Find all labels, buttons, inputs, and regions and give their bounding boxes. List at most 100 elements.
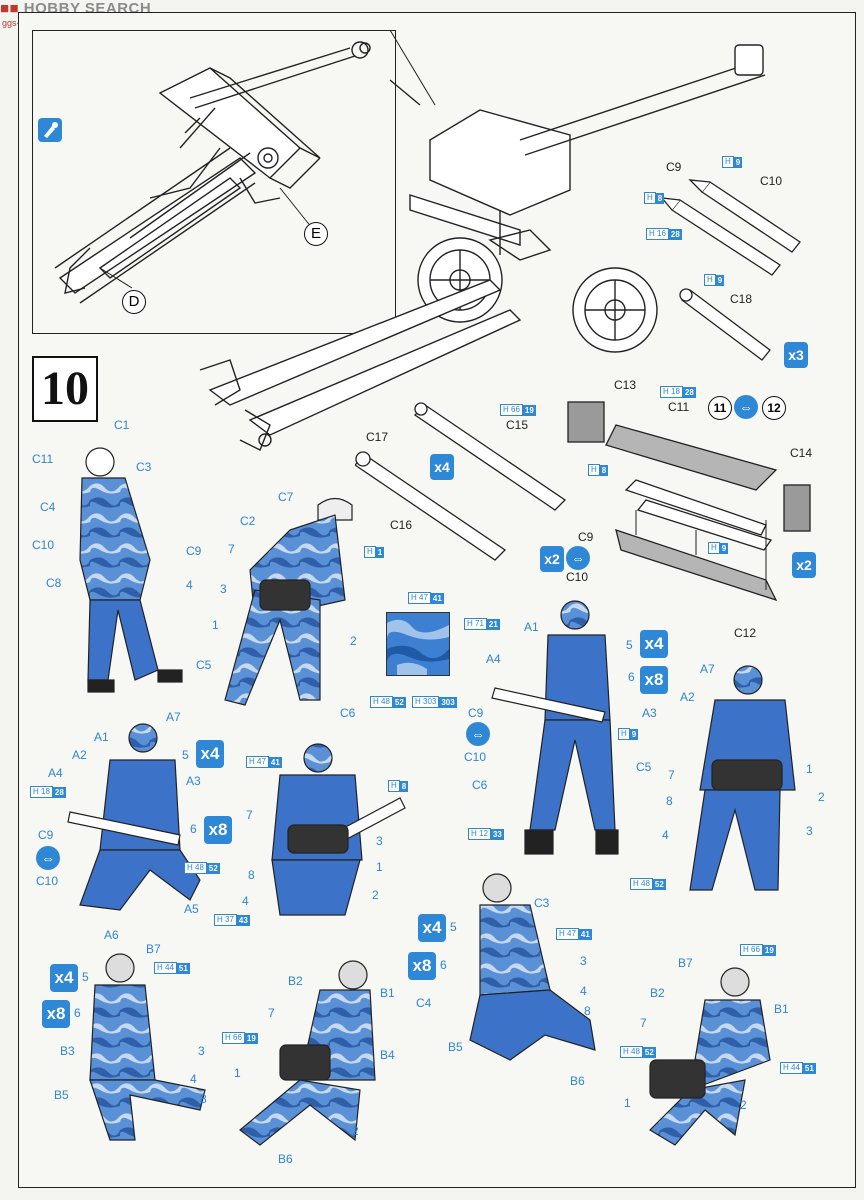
paint-a: 9 (733, 156, 743, 168)
paint-a: 8 (599, 464, 609, 476)
fig3-a1: A1 (524, 620, 539, 634)
fig1-c3: C3 (136, 460, 152, 474)
paint-h: H (722, 156, 734, 168)
paint-h: H 71 (464, 618, 487, 630)
paint-a: 8 (399, 780, 409, 792)
fig7-b5: B5 (54, 1088, 69, 1102)
fig4-n8: 8 (666, 794, 673, 808)
multiplier-x4-b: x4 (196, 740, 224, 768)
fig8-n7: 7 (268, 1006, 275, 1020)
paint-h: H 48 (184, 862, 207, 874)
paint-a: 41 (578, 928, 592, 940)
fig5-a7: A7 (166, 710, 181, 724)
fig9-b5: B5 (448, 1040, 463, 1054)
fig2-c5: C5 (196, 658, 212, 672)
paint-h: H 47 (408, 592, 431, 604)
multiplier-x3: x3 (784, 342, 808, 368)
fig4-n7: 7 (668, 768, 675, 782)
fig4-n1: 1 (806, 762, 813, 776)
fig10-n7: 7 (640, 1016, 647, 1030)
fig9-c3: C3 (534, 896, 550, 910)
fig3-c5: C5 (636, 760, 652, 774)
fig8-b4: B4 (380, 1048, 395, 1062)
part-c11: C11 (668, 400, 690, 414)
fig3-c9: C9 (468, 706, 484, 720)
fig5-n6: 6 (190, 822, 197, 836)
part-c9-rack: C9 (578, 530, 594, 544)
fig3-a3: A3 (642, 706, 657, 720)
camo-swatch (386, 612, 450, 676)
fig10-b2: B2 (650, 986, 665, 1000)
swap-icon-fig5: ⇔ (36, 846, 60, 870)
fig8-b6: B6 (278, 1152, 293, 1166)
paint-h: H 18 (30, 786, 53, 798)
fig2-c7: C7 (278, 490, 294, 504)
paint-a: 21 (486, 618, 500, 630)
paint-a: 1 (375, 546, 385, 558)
fig7-n5: 5 (82, 970, 89, 984)
fig3-c10: C10 (464, 750, 487, 764)
paint-a: 51 (176, 962, 190, 974)
fig5-n5: 5 (182, 748, 189, 762)
part-c18: C18 (730, 292, 753, 306)
part-c12: C12 (734, 626, 757, 640)
fig10-n2: 2 (740, 1098, 747, 1112)
multiplier-x2-rack: x2 (792, 552, 816, 578)
fig2-n1: 1 (212, 618, 219, 632)
multiplier-x4-d: x4 (418, 914, 446, 942)
fig5-a6: A6 (104, 928, 119, 942)
fig1-c11: C11 (32, 452, 54, 466)
fig5-a5: A5 (184, 902, 199, 916)
fig10-b7: B7 (678, 956, 693, 970)
fig1-c9: C9 (186, 544, 202, 558)
callout-e-label: E (310, 225, 321, 242)
fig1-c4: C4 (40, 500, 56, 514)
fig6-n4: 4 (242, 894, 249, 908)
paint-a: 19 (244, 1032, 258, 1044)
paint-h: H 48 (630, 878, 653, 890)
step-ref-11: 11 (708, 396, 732, 420)
swap-icon-shells: ⇔ (566, 546, 590, 570)
fig8-n2: 2 (352, 1124, 359, 1138)
fig6-n2: 2 (372, 888, 379, 902)
fig3-c6: C6 (472, 778, 488, 792)
part-c10-rack: C10 (566, 570, 589, 584)
paint-a: 8 (655, 192, 665, 204)
fig1-c8: C8 (46, 576, 62, 590)
paint-h: H 47 (246, 756, 269, 768)
fig5-a3: A3 (186, 774, 201, 788)
shell-tubes-drawing (355, 402, 567, 561)
fig7-b7: B7 (146, 942, 161, 956)
fig10-n1: 1 (624, 1096, 631, 1110)
paint-h: H 37 (214, 914, 237, 926)
paint-h: H 44 (780, 1062, 803, 1074)
fig2-n7: 7 (228, 542, 235, 556)
fig8-n1: 1 (234, 1066, 241, 1080)
step-10-label: 10 (41, 362, 89, 415)
paint-a: 51 (802, 1062, 816, 1074)
part-c15: C15 (506, 418, 529, 432)
fig7-b3: B3 (60, 1044, 75, 1058)
fig5-c9: C9 (38, 828, 54, 842)
paint-h: H (644, 192, 656, 204)
paint-a: 41 (430, 592, 444, 604)
part-c9-top: C9 (666, 160, 682, 174)
fig9-n8: 8 (584, 1004, 591, 1018)
paint-a: 52 (392, 696, 406, 708)
paint-h: H 48 (370, 696, 393, 708)
fig6-n1: 1 (376, 860, 383, 874)
